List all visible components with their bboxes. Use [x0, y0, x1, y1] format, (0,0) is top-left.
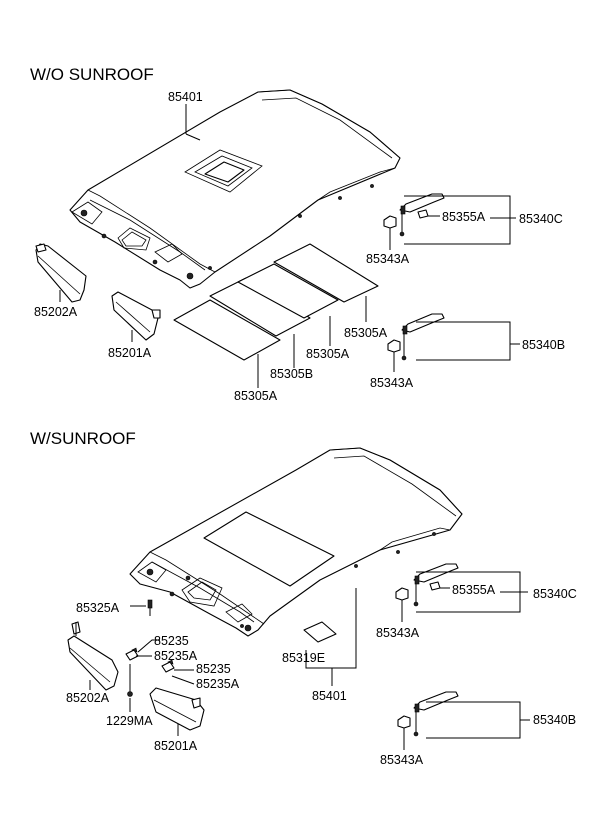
- label-85343A-sunroof-rear: 85343A: [380, 753, 424, 767]
- assist-handle-front-sunroof: [395, 563, 459, 607]
- label-85235-upper: 85235: [154, 634, 189, 648]
- label-85355A-sunroof: 85355A: [452, 583, 496, 597]
- headlining-panel-sunroof: [129, 447, 463, 637]
- pads-no-sunroof: [173, 243, 379, 361]
- label-85305A-mid-no-sunroof: 85305A: [306, 347, 350, 361]
- label-85340B-no-sunroof: 85340B: [522, 338, 565, 352]
- label-85355A-no-sunroof: 85355A: [442, 210, 486, 224]
- label-85305A-bottom-no-sunroof: 85305A: [234, 389, 278, 403]
- label-85305B-no-sunroof: 85305B: [270, 367, 313, 381]
- label-85343A-sunroof-front: 85343A: [376, 626, 420, 640]
- label-85202A-no-sunroof: 85202A: [34, 305, 78, 319]
- section-with-sunroof: W/SUNROOF 85401: [30, 429, 577, 767]
- label-85235-lower: 85235: [196, 662, 231, 676]
- label-85343A-no-sunroof-rear: 85343A: [370, 376, 414, 390]
- label-85340B-sunroof: 85340B: [533, 713, 576, 727]
- assist-handle-rear-sunroof: [397, 691, 459, 737]
- sun-visor-right-sunroof: [149, 687, 205, 731]
- label-85343A-no-sunroof-front: 85343A: [366, 252, 410, 266]
- label-85202A-sunroof: 85202A: [66, 691, 110, 705]
- label-85235A-lower: 85235A: [196, 677, 240, 691]
- assist-handle-rear-no-sunroof: [387, 313, 445, 361]
- screw-85325A: [147, 599, 153, 616]
- label-85340C-no-sunroof: 85340C: [519, 212, 563, 226]
- label-85305A-top-no-sunroof: 85305A: [344, 326, 388, 340]
- assist-handle-front-no-sunroof: [383, 193, 445, 237]
- label-85340C-sunroof: 85340C: [533, 587, 577, 601]
- label-85325A: 85325A: [76, 601, 120, 615]
- label-85401-sunroof: 85401: [312, 689, 347, 703]
- bolt-1229MA: [127, 664, 133, 697]
- label-85235A-upper: 85235A: [154, 649, 198, 663]
- label-85401-no-sunroof: 85401: [168, 90, 203, 104]
- sun-visor-right-no-sunroof: [111, 291, 161, 341]
- label-85319E: 85319E: [282, 651, 325, 665]
- label-1229MA: 1229MA: [106, 714, 153, 728]
- sun-visor-left-no-sunroof: [35, 243, 87, 303]
- pad-85319E: [303, 621, 337, 643]
- section-without-sunroof: W/O SUNROOF: [30, 65, 565, 403]
- bracket-85235-lower: [161, 659, 175, 673]
- sun-visor-left-sunroof: [67, 621, 119, 691]
- bracket-85235-upper: [125, 647, 139, 661]
- section-title-without-sunroof: W/O SUNROOF: [30, 65, 154, 84]
- label-85201A-no-sunroof: 85201A: [108, 346, 152, 360]
- headlining-panel-no-sunroof: [69, 89, 401, 289]
- label-85201A-sunroof: 85201A: [154, 739, 198, 753]
- section-title-with-sunroof: W/SUNROOF: [30, 429, 136, 448]
